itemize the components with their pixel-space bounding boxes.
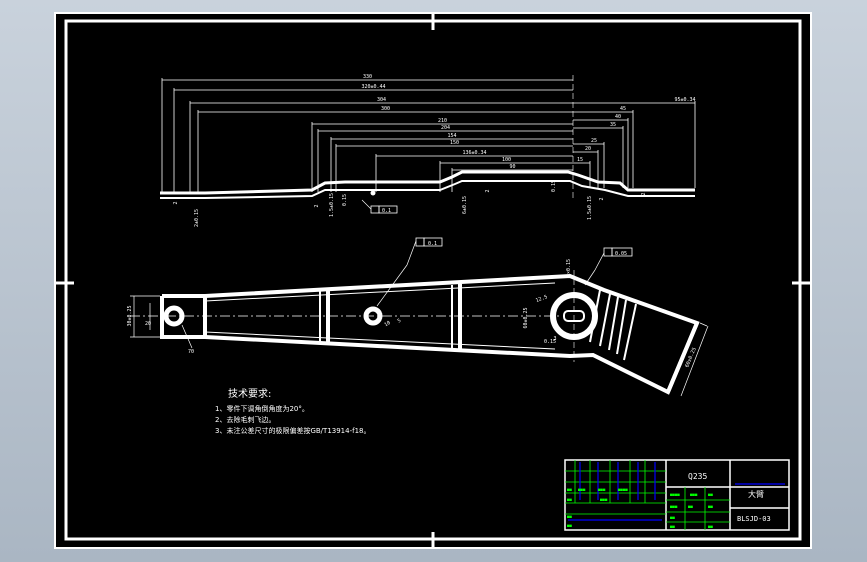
plan-mid-dim-label: 10 bbox=[383, 320, 391, 328]
plan-top-callout: 0.1 bbox=[415, 237, 443, 247]
svg-text:■■: ■■ bbox=[688, 504, 693, 509]
material-label: Q235 bbox=[688, 472, 707, 481]
title-block bbox=[564, 459, 790, 531]
svg-text:■■: ■■ bbox=[708, 492, 713, 497]
svg-text:■■■: ■■■ bbox=[578, 487, 586, 492]
svg-text:■■■: ■■■ bbox=[598, 487, 606, 492]
right-dimension-label: 95±0.34 bbox=[674, 97, 695, 103]
plan-boss-dim-label: 0.15 bbox=[544, 339, 556, 345]
svg-text:■■: ■■ bbox=[567, 523, 572, 528]
plan-right-callout: 0.05 bbox=[603, 247, 633, 257]
side-view bbox=[160, 75, 696, 200]
svg-text:■■■: ■■■ bbox=[670, 504, 678, 509]
top-dimension-label: 100 bbox=[502, 157, 511, 163]
tech-requirements-title: 技术要求: bbox=[228, 387, 271, 400]
vertical-dimension-label: 1.5±0.15 bbox=[329, 193, 335, 217]
plan-boss-dim-label: 3 bbox=[553, 336, 556, 342]
right-dimension-label: 40 bbox=[615, 114, 621, 120]
inner-bottom-edge bbox=[204, 331, 556, 350]
side-view-profile-bottom bbox=[160, 180, 695, 199]
plan-dimensions bbox=[130, 240, 709, 397]
tech-requirement-2: 2、去除毛刺飞边。 bbox=[215, 415, 275, 424]
vertical-dimension-labels: 2 2 2±0.15 2 1.5±0.15 0.15 6±0.15 2 0.15 1.5±0.15… bbox=[173, 180, 647, 227]
top-dimension-label: 210 bbox=[438, 118, 447, 124]
plan-boss-dim-label: 6×0.15 bbox=[566, 259, 572, 277]
plan-left-dim-label: 70 bbox=[188, 349, 194, 355]
title-block-marks bbox=[568, 462, 785, 521]
right-dimension-label: 45 bbox=[620, 106, 626, 112]
tech-requirement-1: 1、零件下调角倒角度为20°。 bbox=[215, 404, 309, 413]
plan-mid-dim-label: 5 bbox=[397, 318, 403, 325]
right-dimension-lines bbox=[573, 101, 696, 188]
inner-top-edge bbox=[204, 282, 556, 302]
vertical-dimension-label: 2 bbox=[599, 197, 605, 200]
right-dimension-label: 15 bbox=[577, 157, 583, 163]
tech-requirement-3: 3、未注公差尺寸的极限偏差按GB/T13914-f18。 bbox=[215, 426, 370, 435]
drawing-sheet bbox=[54, 12, 812, 549]
side-flatness-callout: 0.1 bbox=[361, 190, 398, 214]
top-dimension-label: 136±0.34 bbox=[462, 150, 486, 156]
svg-text:■■: ■■ bbox=[708, 524, 713, 529]
top-dimension-label: 330 bbox=[363, 74, 372, 80]
title-block-grid bbox=[565, 460, 730, 530]
vertical-dimension-label: 2±0.15 bbox=[194, 209, 200, 227]
svg-text:■■■: ■■■ bbox=[690, 492, 698, 497]
svg-text:■■: ■■ bbox=[670, 524, 675, 529]
vertical-dimension-label: 0.15 bbox=[342, 194, 348, 206]
plan-left-dim-label: 30±0.25 bbox=[127, 305, 133, 326]
top-dimension-label: 154 bbox=[447, 133, 456, 139]
right-dimension-label: 20 bbox=[585, 146, 591, 152]
plan-right-callout-value: 0.05 bbox=[615, 251, 627, 257]
svg-text:■■: ■■ bbox=[567, 487, 572, 492]
vertical-dimension-label: 2 bbox=[173, 201, 179, 204]
right-dimension-label: 25 bbox=[591, 138, 597, 144]
svg-text:■■: ■■ bbox=[567, 497, 572, 502]
top-dimension-label: 204 bbox=[441, 125, 450, 131]
svg-text:■■: ■■ bbox=[670, 515, 675, 520]
svg-text:■■■: ■■■ bbox=[600, 497, 608, 502]
top-dimension-label: 304 bbox=[377, 97, 386, 103]
svg-text:■■: ■■ bbox=[708, 504, 713, 509]
border-center-marks bbox=[55, 13, 811, 548]
top-dimension-label: 300 bbox=[381, 106, 390, 112]
plan-left-dim-label: 20 bbox=[145, 321, 151, 327]
top-dimension-label: 150 bbox=[450, 140, 459, 146]
plan-boss-dim-label: 60±0.25 bbox=[523, 307, 529, 328]
tech-requirements: 技术要求: 1、零件下调角倒角度为20°。 2、去除毛刺飞边。 3、未注公差尺寸… bbox=[215, 387, 370, 435]
vertical-dimension-label: 2 bbox=[641, 192, 647, 195]
vertical-dimension-label: 1.5±0.15 bbox=[587, 196, 593, 220]
top-dimension-label: 90 bbox=[509, 164, 515, 170]
plan-top-callout-value: 0.1 bbox=[428, 241, 437, 247]
part-name-label: 大臂 bbox=[748, 489, 764, 499]
side-view-profile bbox=[160, 170, 695, 195]
vertical-dimension-label: 6±0.15 bbox=[462, 196, 468, 214]
vertical-dimension-label: 0.15 bbox=[551, 180, 557, 192]
vertical-dimension-label: 2 bbox=[485, 189, 491, 192]
drawing-number-label: BLSJD-03 bbox=[737, 515, 771, 523]
svg-text:■■■■: ■■■■ bbox=[618, 487, 628, 492]
vertical-dimension-label: 2 bbox=[314, 204, 320, 207]
top-dimension-lines bbox=[161, 78, 573, 192]
right-dimension-label: 35 bbox=[610, 122, 616, 128]
plan-view bbox=[130, 270, 700, 395]
plan-boss-dim-label: 12.5 bbox=[535, 294, 548, 304]
top-dimension-label: 320±0.44 bbox=[361, 84, 385, 90]
title-block-green-text: ■■■■■■■■ ■■■■■■■■■ ■■■■ ■■■■■■■■■ ■■■■■■… bbox=[567, 487, 713, 529]
vertical-dimension-label: 2 bbox=[244, 190, 250, 193]
side-flatness-value: 0.1 bbox=[382, 208, 391, 214]
svg-text:■■: ■■ bbox=[567, 514, 572, 519]
svg-text:■■■■: ■■■■ bbox=[670, 492, 680, 497]
